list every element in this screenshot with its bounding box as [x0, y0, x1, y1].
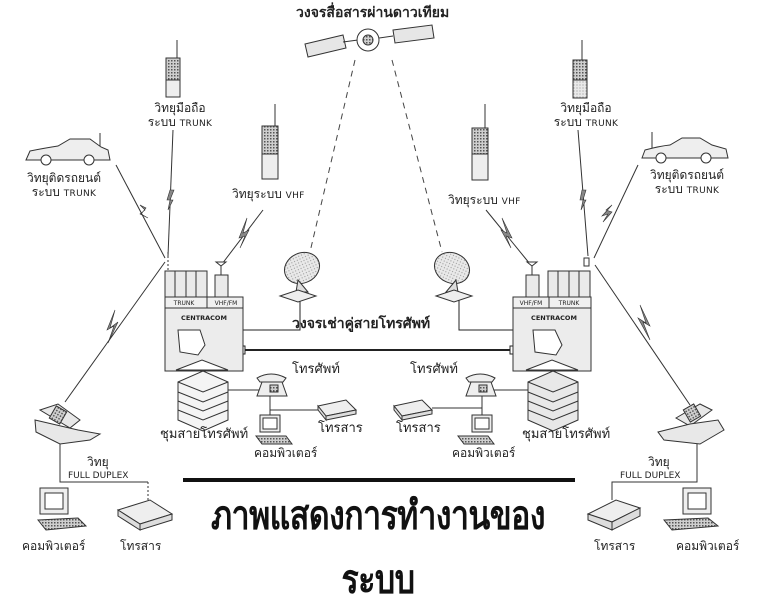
- right-car-trunk-label: วิทยุติดรถยนต์ ระบบ TRUNK: [642, 168, 732, 198]
- computer-icon-right: [457, 414, 495, 445]
- handheld-radio-trunk-icon-right: [572, 40, 588, 99]
- centracom-right-trunk-label: TRUNK: [558, 300, 581, 307]
- fd-fax-icon-right: [586, 499, 642, 531]
- left-vhf-label: วิทยุระบบ VHF: [232, 187, 305, 203]
- left-handheld-trunk-line2-en: TRUNK: [179, 119, 213, 129]
- telephone-icon-right: [465, 373, 497, 397]
- radio-link-left-car: [115, 164, 166, 259]
- left-telephone-label: โทรศัพท์: [292, 362, 340, 377]
- leased-line-label: วงจรเช่าคู่สายโทรศัพท์: [292, 316, 431, 332]
- fd-computer-icon-right: [662, 487, 720, 531]
- centracom-right-vhf-label: VHF/FM: [520, 300, 543, 307]
- handheld-radio-vhf-icon-left: [261, 104, 279, 180]
- radio-link-right-vhf: [485, 209, 531, 265]
- left-exchange-label: ชุมสายโทรศัพท์: [160, 427, 249, 442]
- fd-computer-icon-left: [36, 487, 88, 531]
- centracom-console-left: [164, 252, 244, 372]
- left-car-trunk-line1: วิทยุติดรถยนต์: [26, 171, 101, 185]
- left-car-trunk-line2-th: ระบบ: [31, 185, 60, 199]
- dish-link-left: [243, 300, 301, 331]
- telephone-icon-left: [256, 373, 288, 397]
- right-handheld-trunk-line2-en: TRUNK: [585, 119, 619, 129]
- dish-link-right: [458, 300, 513, 331]
- right-car-trunk-line1: วิทยุติดรถยนต์: [649, 168, 724, 182]
- right-fd-radio-label-en: FULL DUPLEX: [620, 471, 681, 481]
- satellite-link-left: [309, 59, 356, 253]
- right-handheld-trunk-label: วิทยุมือถือ ระบบ TRUNK: [546, 101, 626, 131]
- left-vhf-label-th: วิทยุระบบ: [232, 187, 282, 201]
- right-handheld-trunk-line1: วิทยุมือถือ: [560, 101, 612, 115]
- satellite-icon: [304, 24, 435, 58]
- left-car-trunk-label: วิทยุติดรถยนต์ ระบบ TRUNK: [22, 171, 106, 201]
- car-radio-icon-right: [641, 132, 729, 164]
- telephone-exchange-icon-right: [527, 370, 579, 432]
- full-duplex-radio-icon-left: [34, 403, 102, 445]
- right-fd-radio-label-th: วิทยุ: [648, 455, 670, 469]
- centracom-left-trunk-label: TRUNK: [173, 300, 196, 307]
- right-handheld-trunk-line2-th: ระบบ: [553, 115, 582, 129]
- right-telephone-label: โทรศัพท์: [410, 362, 458, 377]
- radio-link-right-car: [593, 164, 639, 259]
- right-fd-fax-label: โทรสาร: [594, 539, 636, 553]
- handheld-radio-vhf-icon-right: [471, 104, 489, 181]
- fax-icon-right: [393, 399, 434, 422]
- radio-link-left-handheld-trunk: [166, 129, 175, 257]
- fd-radio-link-left: [59, 444, 148, 483]
- centracom-left-name: CENTRACOM: [181, 314, 227, 322]
- left-handheld-trunk-line2-th: ระบบ: [147, 115, 176, 129]
- phone-devices-link-left: [269, 396, 322, 411]
- fax-icon-left: [317, 399, 358, 422]
- diagram-title: ภาพแสดงการทำงานของระบบ: [211, 491, 546, 603]
- left-vhf-label-en: VHF: [285, 191, 305, 201]
- system-diagram: TRUNK VHF/FM CENTRACOM: [25, 24, 729, 531]
- car-radio-icon-left: [25, 133, 111, 166]
- satellite-link-label: วงจรสื่อสารผ่านดาวเทียม: [296, 5, 450, 21]
- radio-link-right-handheld-trunk: [577, 129, 589, 257]
- right-car-trunk-line2-en: TRUNK: [686, 186, 720, 196]
- fd-fax-icon-left: [116, 499, 174, 531]
- satellite-link-right: [391, 59, 443, 253]
- satellite-dish-icon-right: [433, 251, 474, 303]
- left-car-trunk-line2-en: TRUNK: [63, 189, 97, 199]
- right-fd-computer-label: คอมพิวเตอร์: [676, 539, 740, 553]
- right-vhf-label-en: VHF: [501, 197, 521, 207]
- left-fd-radio-label-th: วิทยุ: [87, 455, 109, 469]
- radio-link-left-fd: [64, 261, 166, 403]
- right-vhf-label: วิทยุระบบ VHF: [448, 193, 521, 209]
- left-fd-radio-label-en: FULL DUPLEX: [68, 471, 129, 481]
- radio-link-right-fd: [594, 264, 691, 406]
- right-computer-label: คอมพิวเตอร์: [452, 446, 516, 460]
- handheld-radio-trunk-icon-left: [165, 40, 181, 98]
- right-vhf-label-th: วิทยุระบบ: [448, 193, 498, 207]
- title-rule: [183, 478, 575, 482]
- phone-devices-link-right: [432, 396, 483, 409]
- right-car-trunk-line2-th: ระบบ: [654, 182, 683, 196]
- full-duplex-radio-icon-right: [657, 403, 725, 445]
- left-fd-computer-label: คอมพิวเตอร์: [22, 539, 86, 553]
- left-handheld-trunk-line1: วิทยุมือถือ: [154, 101, 206, 115]
- left-computer-label: คอมพิวเตอร์: [254, 446, 318, 460]
- left-handheld-trunk-label: วิทยุมือถือ ระบบ TRUNK: [140, 101, 220, 131]
- centracom-right-name: CENTRACOM: [531, 314, 577, 322]
- right-fax-label: โทรสาร: [396, 421, 441, 436]
- left-fd-fax-label: โทรสาร: [120, 539, 162, 553]
- centracom-left-vhf-label: VHF/FM: [215, 300, 238, 307]
- fd-radio-link-right: [611, 444, 698, 500]
- satellite-dish-icon-left: [278, 251, 321, 303]
- telephone-exchange-icon-left: [177, 370, 229, 432]
- computer-icon-left: [255, 414, 293, 445]
- right-exchange-label: ชุมสายโทรศัพท์: [522, 427, 611, 442]
- left-fax-label: โทรสาร: [318, 421, 363, 436]
- radio-link-left-vhf: [221, 209, 264, 265]
